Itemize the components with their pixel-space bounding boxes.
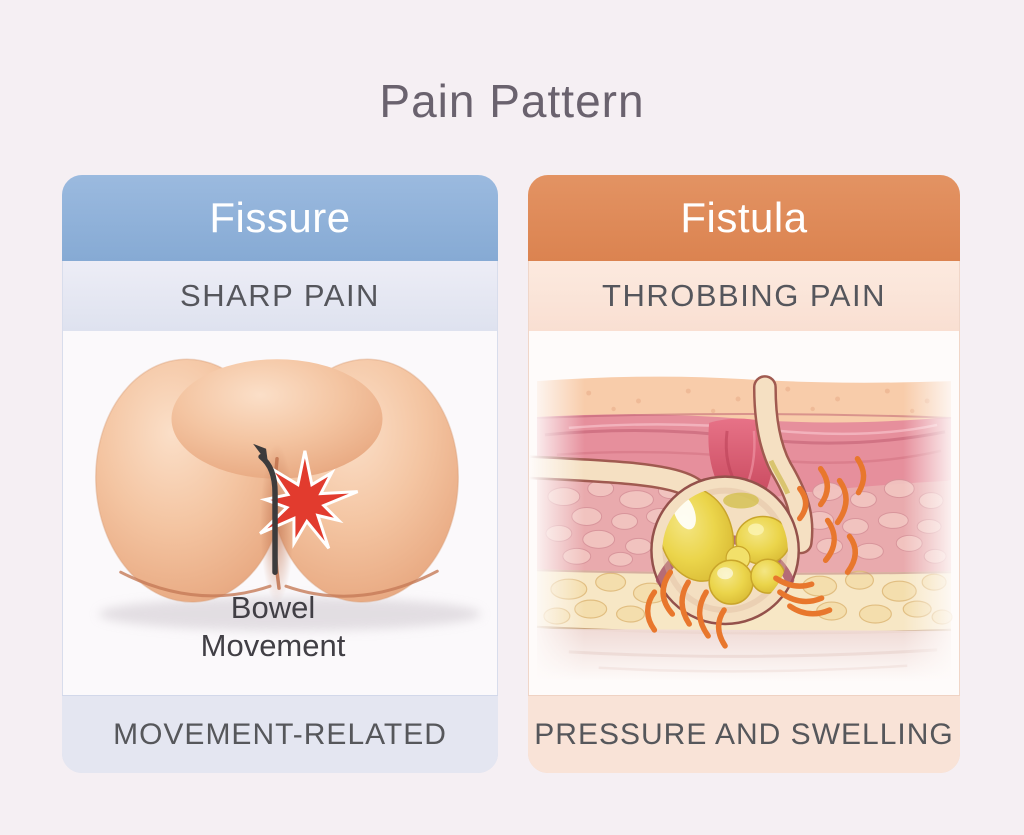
fistula-cross-section-illustration bbox=[529, 367, 959, 695]
fistula-card-header: Fistula bbox=[528, 175, 960, 261]
fissure-card-header: Fissure bbox=[62, 175, 498, 261]
bowel-movement-label: Bowel Movement bbox=[200, 590, 346, 663]
buttocks-illustration bbox=[95, 358, 482, 631]
fissure-card-title: Fissure bbox=[209, 194, 351, 241]
fistula-pain-type-label: THROBBING PAIN bbox=[602, 278, 886, 313]
fissure-pain-type-label: SHARP PAIN bbox=[180, 278, 380, 313]
fissure-footer-band: MOVEMENT-RELATED bbox=[62, 695, 498, 773]
fistula-footer-label: PRESSURE AND SWELLING bbox=[534, 717, 954, 751]
throbbing-lines bbox=[644, 456, 867, 649]
fissure-pain-type-band: SHARP PAIN bbox=[63, 261, 497, 331]
fistula-card-title: Fistula bbox=[680, 194, 808, 241]
fistula-illustration-area bbox=[529, 331, 959, 695]
fistula-card: Fistula THROBBING PAIN bbox=[528, 175, 960, 773]
fistula-pain-type-band: THROBBING PAIN bbox=[529, 261, 959, 331]
fissure-card: Fissure SHARP PAIN bbox=[62, 175, 498, 773]
page-title: Pain Pattern bbox=[379, 75, 645, 127]
fissure-illustration-area: Bowel Movement bbox=[63, 331, 497, 695]
pain-starburst-icon bbox=[259, 450, 359, 550]
fissure-footer-label: MOVEMENT-RELATED bbox=[113, 717, 447, 751]
abscess-pus bbox=[662, 487, 788, 605]
fistula-footer-band: PRESSURE AND SWELLING bbox=[528, 695, 960, 773]
